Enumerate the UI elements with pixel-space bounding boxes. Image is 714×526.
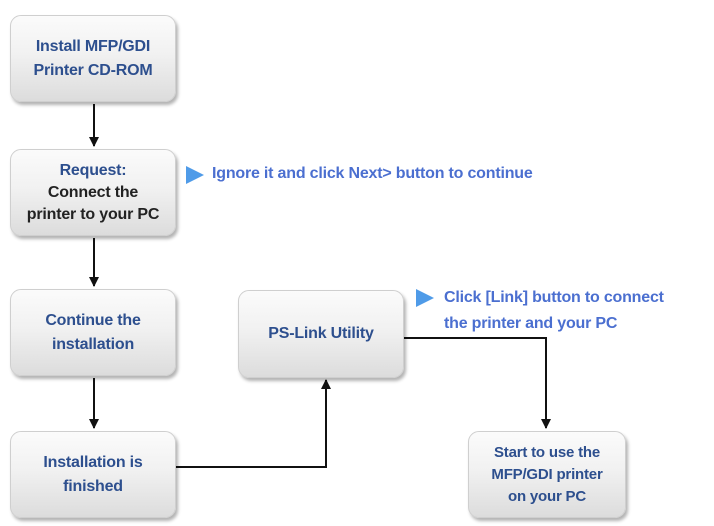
- step-install-cd: Install MFP/GDI Printer CD-ROM: [10, 15, 176, 102]
- step-continue-install: Continue the installation: [10, 289, 176, 376]
- step-start-use-line-3: on your PC: [507, 487, 586, 505]
- step-install-cd-line-1: Install MFP/GDI: [35, 37, 151, 55]
- step-install-finished-line-2: finished: [63, 477, 123, 495]
- step-start-use: Start to use the MFP/GDI printer on your…: [468, 431, 626, 518]
- arrow-finished-to-pslink: [176, 379, 331, 468]
- step-start-use-line-2: MFP/GDI printer: [491, 465, 603, 483]
- step-request-heading: Request:: [59, 161, 127, 179]
- step-ps-link-label: PS-Link Utility: [268, 325, 374, 342]
- step-request: Request: Connect the printer to your PC: [10, 149, 176, 236]
- step-continue-install-line-1: Continue the: [45, 311, 141, 329]
- note-link-line-2: the printer and your PC: [444, 315, 618, 332]
- step-ps-link: PS-Link Utility: [238, 290, 404, 378]
- step-continue-install-line-2: installation: [51, 335, 135, 353]
- note-ignore: Ignore it and click Next> button to cont…: [212, 165, 533, 182]
- step-request-line-2: Connect the: [47, 183, 139, 201]
- step-install-cd-line-2: Printer CD-ROM: [33, 61, 153, 79]
- triangle-pointer-icon: [186, 166, 204, 184]
- note-link-line-1: Click [Link] button to connect: [444, 289, 664, 306]
- triangle-pointer-icon: [416, 289, 434, 307]
- step-install-finished-line-1: Installation is: [43, 453, 143, 471]
- step-install-finished: Installation is finished: [10, 431, 176, 518]
- step-request-line-3: printer to your PC: [26, 205, 160, 223]
- step-start-use-line-1: Start to use the: [494, 443, 600, 461]
- arrow-pslink-to-start: [404, 337, 551, 429]
